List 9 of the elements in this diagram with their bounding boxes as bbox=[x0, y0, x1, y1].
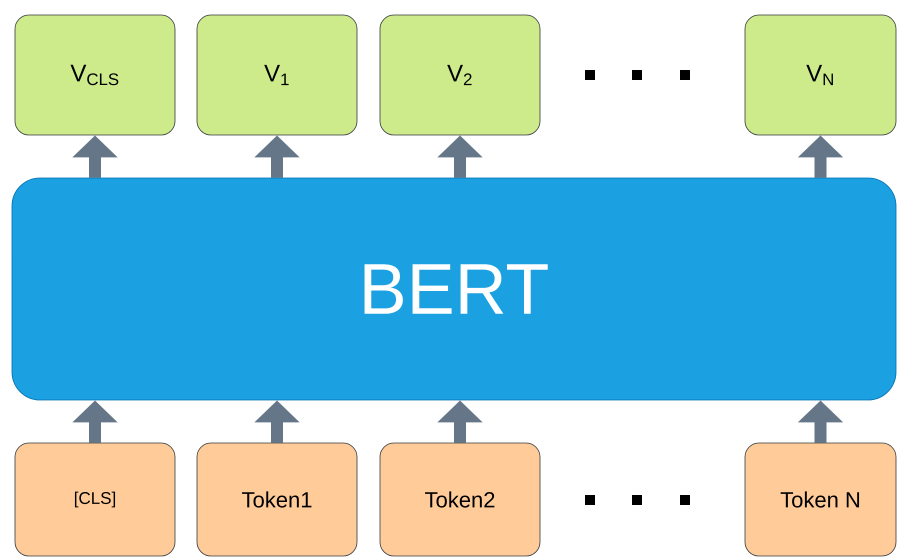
token-box: [CLS] bbox=[14, 442, 176, 556]
output-box: V$_{CLS}$ bbox=[14, 14, 176, 136]
model-box: BERT bbox=[12, 178, 896, 400]
output-box: V$_{1}$ bbox=[196, 14, 358, 136]
output-box: V$_{2}$ bbox=[380, 14, 540, 136]
token-box: Token N bbox=[744, 442, 896, 556]
token-box: Token2 bbox=[380, 442, 540, 556]
output-box: V$_{N}$ bbox=[744, 14, 896, 136]
token-box: Token1 bbox=[196, 442, 358, 556]
